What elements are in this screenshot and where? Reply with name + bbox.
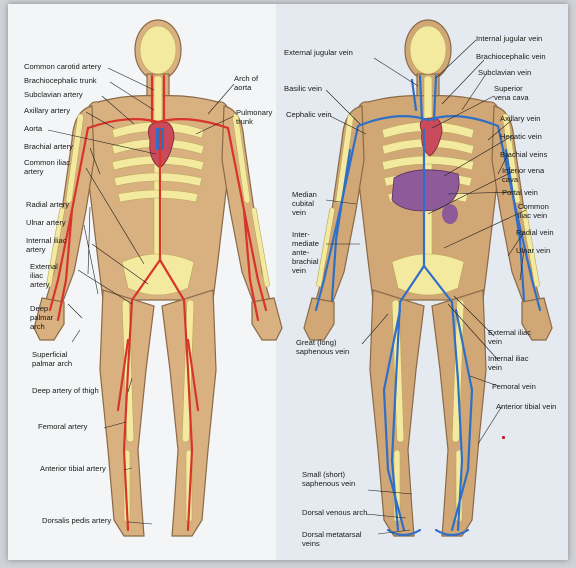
textbook-page: Common carotid artery Brachiocephalic tr… xyxy=(8,4,568,560)
label-small-saphenous-vein: Small (short) saphenous vein xyxy=(302,470,355,488)
label-arch-of-aorta: Arch of aorta xyxy=(234,74,258,92)
label-portal-vein: Portal vein xyxy=(502,188,538,197)
label-common-carotid-artery: Common carotid artery xyxy=(24,62,101,71)
label-ulnar-vein: Ulnar vein xyxy=(516,246,550,255)
label-cephalic-vein: Cephalic vein xyxy=(286,110,332,119)
label-anterior-tibial-vein: Anterior tibial vein xyxy=(496,402,556,411)
label-median-cubital-vein: Median cubital vein xyxy=(292,190,317,217)
skeleton-arterial xyxy=(46,26,270,522)
label-inferior-vena-cava: Inferior vena cava xyxy=(502,166,544,184)
label-internal-iliac-artery: Internal iliac artery xyxy=(26,236,67,254)
label-brachial-artery: Brachial artery xyxy=(24,142,73,151)
label-external-iliac-artery: External iliac artery xyxy=(30,262,58,289)
label-axillary-artery: Axillary artery xyxy=(24,106,70,115)
label-axillary-vein: Axillary vein xyxy=(500,114,541,123)
label-anterior-tibial-artery: Anterior tibial artery xyxy=(40,464,106,473)
label-dorsal-metatarsal-veins: Dorsal metatarsal veins xyxy=(302,530,362,548)
label-external-iliac-vein: External iliac vein xyxy=(488,328,531,346)
label-femoral-artery: Femoral artery xyxy=(38,422,87,431)
label-brachiocephalic-trunk: Brachiocephalic trunk xyxy=(24,76,97,85)
label-great-saphenous-vein: Great (long) saphenous vein xyxy=(296,338,349,356)
label-common-iliac-artery: Common iliac artery xyxy=(24,158,70,176)
label-brachiocephalic-vein: Brachiocephalic vein xyxy=(476,52,546,61)
label-basilic-vein: Basilic vein xyxy=(284,84,322,93)
label-internal-jugular-vein: Internal jugular vein xyxy=(476,34,542,43)
label-ulnar-artery: Ulnar artery xyxy=(26,218,66,227)
label-intermediate-antebrachial-vein: Inter- mediate ante- brachial vein xyxy=(292,230,319,275)
kidney-illustration xyxy=(442,204,458,224)
label-radial-vein: Radial vein xyxy=(516,228,554,237)
label-superior-vena-cava: Superior vena cava xyxy=(494,84,529,102)
ink-mark xyxy=(502,436,505,439)
label-superficial-palmar-arch: Superficial palmar arch xyxy=(32,350,72,368)
label-dorsalis-pedis-artery: Dorsalis pedis artery xyxy=(42,516,111,525)
label-dorsal-venous-arch: Dorsal venous arch xyxy=(302,508,367,517)
label-femoral-vein: Femoral vein xyxy=(492,382,536,391)
label-subclavian-artery: Subclavian artery xyxy=(24,90,83,99)
label-external-jugular-vein: External jugular vein xyxy=(284,48,353,57)
label-brachial-veins: Brachial veins xyxy=(500,150,547,159)
label-common-iliac-vein: Common iliac vein xyxy=(518,202,549,220)
label-internal-iliac-vein: Internal iliac vein xyxy=(488,354,529,372)
label-pulmonary-trunk: Pulmonary trunk xyxy=(236,108,272,126)
label-hepatic-vein: Hepatic vein xyxy=(500,132,542,141)
label-deep-artery-of-thigh: Deep artery of thigh xyxy=(32,386,99,395)
label-aorta: Aorta xyxy=(24,124,42,133)
label-deep-palmar-arch: Deep palmar arch xyxy=(30,304,53,331)
label-subclavian-vein: Subclavian vein xyxy=(478,68,531,77)
label-radial-artery: Radial artery xyxy=(26,200,69,209)
